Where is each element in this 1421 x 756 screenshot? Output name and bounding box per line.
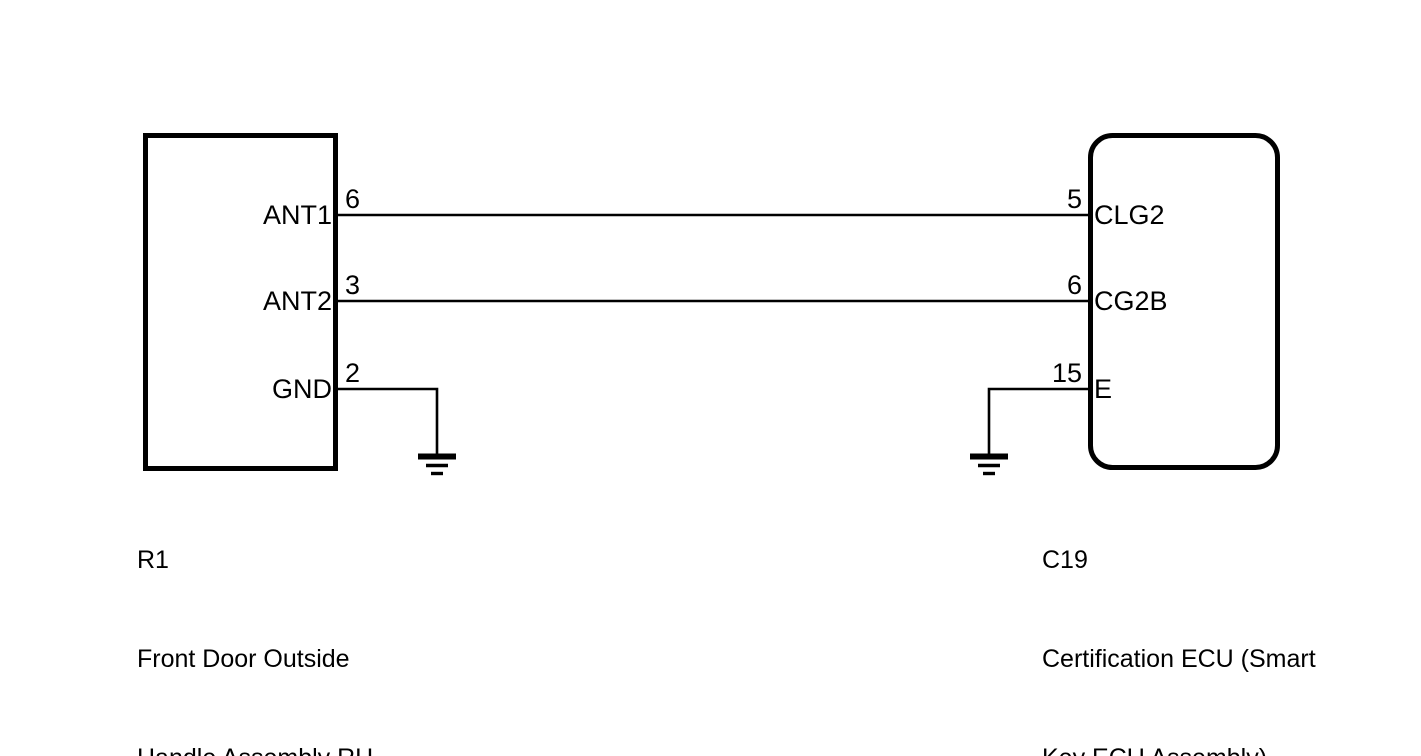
pin-number-6-ant1: 6	[345, 184, 361, 214]
right-ground-symbol[interactable]	[970, 453, 1008, 476]
pin-label-ant2: ANT2	[262, 286, 332, 316]
wire-e-to-right-ground[interactable]	[987, 387, 1088, 456]
left-component-ref: R1	[137, 546, 169, 574]
left-ground-symbol[interactable]	[418, 453, 456, 476]
right-component-caption: C19 Certification ECU (Smart Key ECU Ass…	[1042, 478, 1316, 756]
right-component-name-line2: Key ECU Assembly)	[1042, 742, 1316, 756]
pin-number-3-ant2: 3	[345, 270, 361, 300]
pin-number-2-gnd: 2	[345, 358, 361, 388]
pin-label-cg2b: CG2B	[1094, 286, 1168, 316]
pin-label-clg2: CLG2	[1094, 200, 1165, 230]
pin-label-gnd: GND	[272, 374, 332, 404]
right-component-ref: C19	[1042, 546, 1088, 574]
left-component-body[interactable]	[143, 133, 338, 471]
pin-label-e: E	[1094, 374, 1113, 404]
pin-number-15-e: 15	[1051, 358, 1082, 388]
left-component-name-line1: Front Door Outside	[137, 645, 350, 673]
right-component-body[interactable]	[1088, 133, 1280, 470]
left-component-name-line2: Handle Assembly RH	[137, 742, 373, 756]
wire-gnd-to-left-ground[interactable]	[338, 387, 439, 456]
pin-label-ant1: ANT1	[262, 200, 332, 230]
pin-number-6-cg2b: 6	[1066, 270, 1082, 300]
pin-number-5-clg2: 5	[1066, 184, 1082, 214]
right-component-name-line1: Certification ECU (Smart	[1042, 645, 1316, 673]
left-component-caption: R1 Front Door Outside Handle Assembly RH	[137, 478, 373, 756]
